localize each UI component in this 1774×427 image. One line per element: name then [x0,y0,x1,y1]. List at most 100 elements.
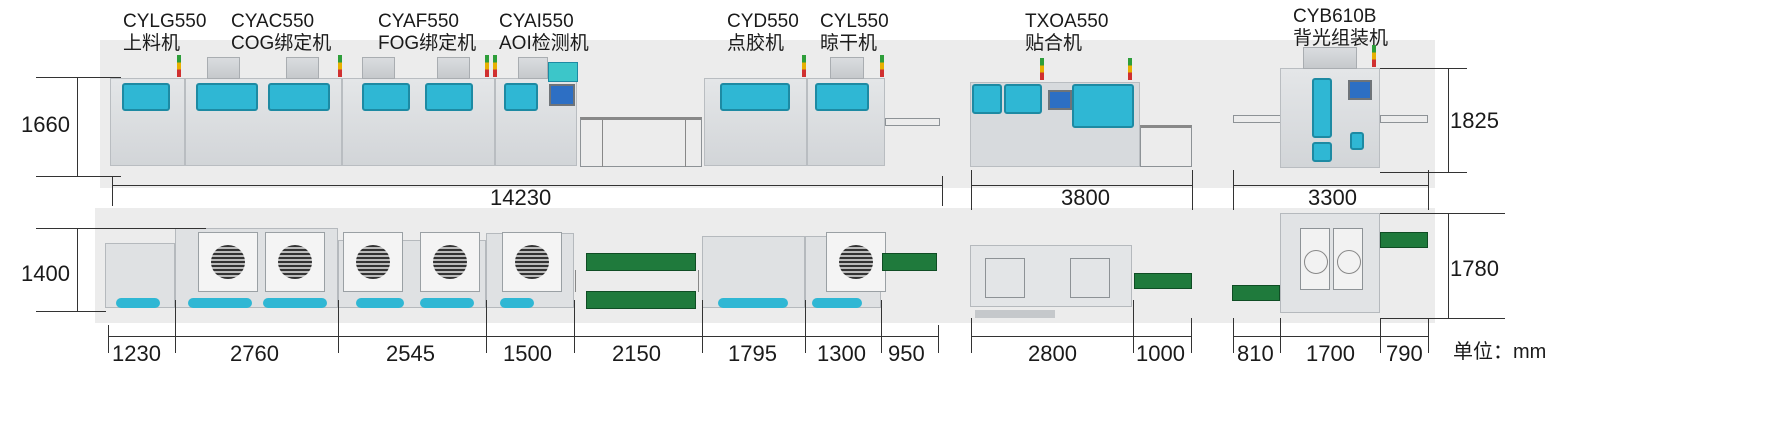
cyd550-top [702,236,805,308]
dim-tick [1191,318,1192,353]
cylg550-top [105,243,175,308]
txoa550-panel [1004,84,1042,114]
dim-ext-line [36,77,121,78]
dim-ext-line [1380,172,1467,173]
cyb610b-platter [1337,250,1361,274]
cyd550-window [720,83,790,111]
feed-tray [718,298,788,308]
signal-lamp-icon [338,55,342,77]
dim-tick [1233,318,1234,353]
dim-total-line3: 3300 [1308,185,1357,210]
feed-tray [420,298,474,308]
dim-segment-conveyor: 2150 [612,341,661,366]
unit-label: 单位：mm [1453,341,1547,363]
fan-filter-icon [343,232,403,292]
signal-lamp-icon [485,55,489,77]
dim-line [77,77,78,176]
txoa550-station [985,258,1025,298]
dim-height-line1: 1660 [21,112,70,137]
fan-filter-icon [198,232,258,292]
transfer-conveyor-belt [586,253,696,271]
cyb610b-panel [1350,132,1364,150]
txoa550-outfeed-frame [1140,125,1192,167]
dim-ext-line [36,311,106,312]
dim-tick [486,300,487,353]
dim-ext-line [36,176,121,177]
feed-tray [263,298,327,308]
cyaf550-hood [362,57,395,79]
dim-ext-line [1380,318,1505,319]
dim-tick [938,325,939,353]
txoa550-base [975,310,1055,318]
fan-filter-icon [420,232,480,292]
dim-segment-cyaf550: 2545 [386,341,435,366]
cyb610b-window [1312,142,1332,162]
feed-tray [812,298,862,308]
outfeed-conveyor-belt [882,253,937,271]
signal-lamp-icon [1040,58,1044,80]
dim-segment-cyb610b-outfeed: 790 [1386,341,1423,366]
txoa550-outfeed-belt [1134,273,1192,289]
fan-filter-icon [265,232,325,292]
dim-tick [175,300,176,353]
dim-segment-line [108,336,938,337]
dim-line [77,228,78,311]
dim-tick [338,300,339,353]
dim-tick [1133,300,1134,353]
conveyor-gap [575,270,699,292]
txoa550-top [970,245,1132,307]
dim-line [1448,68,1449,172]
monitor-icon [1048,90,1072,110]
dim-segment-cyb610b: 1700 [1306,341,1355,366]
signal-lamp-icon [802,55,806,77]
txoa550-panel [1072,84,1134,128]
dim-tick [805,300,806,353]
dim-tick [1233,170,1234,210]
cyb610b-infeed-rail [1233,115,1283,123]
conveyor-leg [685,117,686,167]
signal-lamp-icon [880,55,884,77]
cyaf550-window [362,83,410,111]
conveyor-leg [602,117,603,167]
txoa550-station [1070,258,1110,298]
dim-tick [1192,170,1193,210]
dim-segment-line [971,336,1191,337]
dim-height-plan: 1400 [21,261,70,286]
dim-segment-txoa550: 2800 [1028,341,1077,366]
dim-height-line3: 1780 [1450,256,1499,281]
cyl550-hood [830,57,864,79]
signal-lamp-icon [1128,58,1132,80]
cyai550-hood [518,57,548,79]
txoa550-panel [972,84,1002,114]
dim-tick [1380,318,1381,353]
cyai550-camera-head [548,62,578,82]
dim-tick [1280,318,1281,353]
dim-tick [971,318,972,353]
dim-segment-cyb610b-infeed: 810 [1237,341,1274,366]
dim-tick [112,176,113,206]
cyac550-window [268,83,330,111]
cyb610b-window [1312,78,1332,138]
cyb610b-infeed-belt [1232,285,1280,301]
dim-segment-cylg550: 1230 [112,341,161,366]
dim-segment-cyl550: 1300 [817,341,866,366]
transfer-conveyor-belt [586,291,696,309]
dim-total-line [971,185,1192,186]
cylg550-window [122,83,170,111]
signal-lamp-icon [493,55,497,77]
cyac550-window [196,83,258,111]
dim-total-line2: 3800 [1061,185,1110,210]
dim-total-line1: 14230 [490,185,552,210]
cyb610b-outfeed-rail [1380,115,1428,123]
cyac550-hood [207,57,240,79]
dim-segment-outfeed: 950 [888,341,925,366]
dim-segment-cyai550: 1500 [503,341,552,366]
feed-tray [356,298,404,308]
dim-tick [1428,170,1429,210]
